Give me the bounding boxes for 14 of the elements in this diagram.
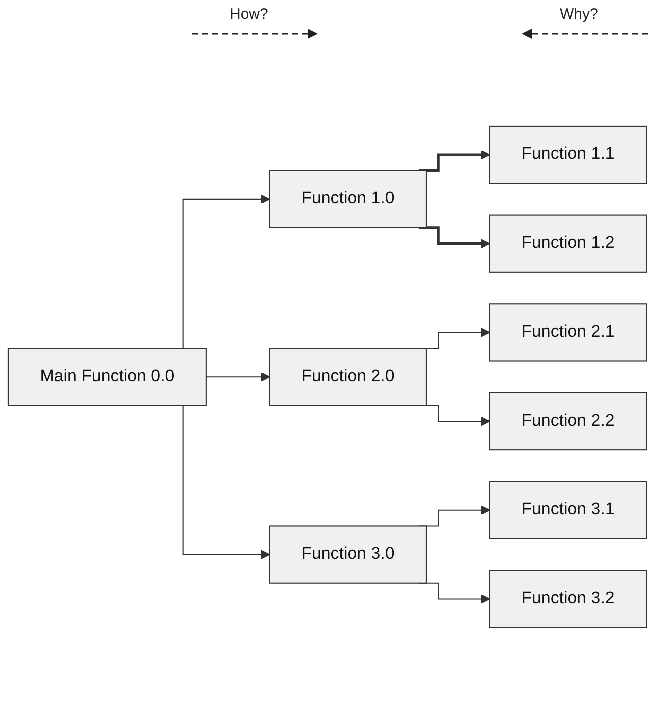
node-box: Function 3.0	[269, 526, 428, 584]
arrow	[206, 372, 270, 382]
node-box: Function 2.2	[489, 392, 648, 451]
node-box: Function 1.1	[489, 126, 648, 184]
node-box: Function 3.1	[489, 482, 648, 540]
node-box: Function 1.0	[269, 170, 428, 229]
direction-label: Why?	[560, 6, 598, 23]
arrow	[418, 150, 490, 173]
node-box: Function 1.2	[489, 215, 648, 274]
node-box: Function 2.1	[489, 304, 648, 362]
node-box: Function 2.0	[269, 348, 428, 407]
node-box: Main Function 0.0	[8, 348, 207, 407]
node-box: Function 3.2	[489, 570, 648, 629]
direction-label: How?	[230, 6, 268, 23]
